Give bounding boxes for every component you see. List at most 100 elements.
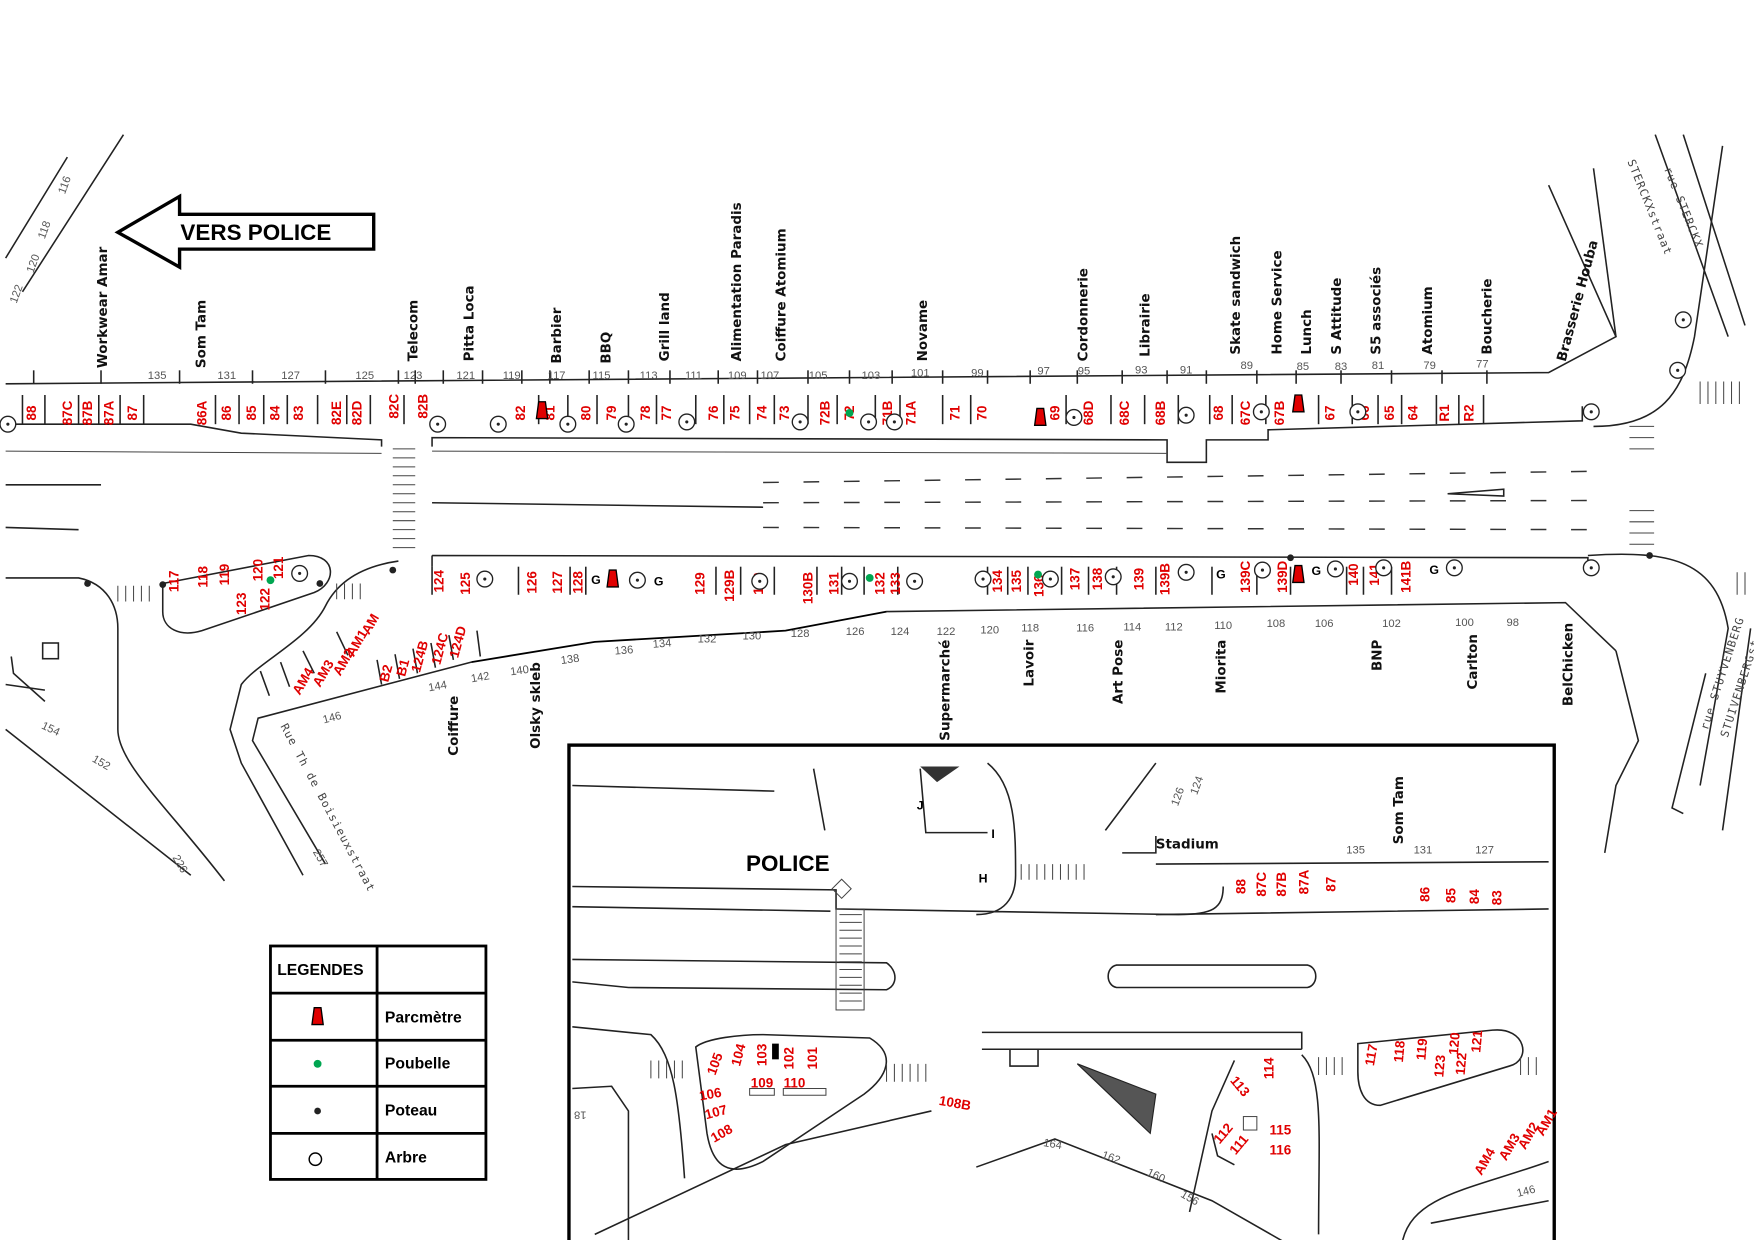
parking-spot-number: 86A	[195, 400, 210, 425]
parking-spot-number: 107	[703, 1102, 729, 1122]
house-number: 131	[217, 370, 236, 382]
spot-divider	[279, 661, 291, 688]
house-number: 18	[574, 1108, 586, 1120]
house-number: 113	[640, 370, 658, 382]
house-number: 79	[1423, 360, 1435, 372]
parking-spot-number: 87	[1323, 877, 1338, 892]
pole-icon	[84, 580, 91, 587]
parking-spot-number: 78	[638, 405, 653, 420]
legend-label: Arbre	[385, 1150, 427, 1167]
tree-icon	[291, 564, 309, 582]
parking-spot-number: 72B	[817, 400, 832, 425]
parking-spot-number: 119	[217, 564, 232, 586]
parking-spot-number: R1	[1437, 404, 1452, 422]
house-number: 107	[760, 370, 779, 382]
trash-bin-icon	[865, 573, 874, 582]
tree-icon	[628, 571, 646, 589]
spot-divider	[376, 659, 383, 685]
parking-spot-number: 69	[1047, 405, 1062, 420]
parking-meter-icon	[606, 569, 620, 588]
shop-label: Olsky skleb	[529, 662, 544, 749]
house-number: 116	[1076, 622, 1094, 634]
parking-spot-number: 88	[24, 405, 39, 420]
tree-icon	[0, 415, 17, 433]
parking-spot-number: 122	[257, 588, 272, 610]
parking-spot-number: 128	[570, 571, 585, 594]
house-number: 124	[1189, 775, 1207, 797]
house-number: 121	[456, 370, 475, 382]
parking-spot-number: 87A	[1296, 869, 1311, 894]
parking-spot-number: 131	[826, 572, 841, 595]
tree-icon	[1104, 568, 1122, 586]
parking-spot-number: B1	[393, 657, 412, 678]
shop-label: Brasserie Houba	[1555, 239, 1602, 364]
parking-spot-number: 87	[125, 405, 140, 420]
shop-label: Cordonnerie	[1077, 268, 1092, 361]
house-number: 81	[1372, 360, 1384, 372]
house-number: 126	[1169, 786, 1187, 808]
parking-spot-number: 121	[1468, 1029, 1485, 1053]
parking-meter-icon	[311, 1007, 324, 1026]
g-marker: G	[1312, 564, 1322, 578]
legend-label: Parcmètre	[385, 1009, 462, 1026]
house-number: 101	[911, 368, 930, 380]
parking-spot-number: 123	[1431, 1054, 1448, 1078]
parking-spot-number: 120	[251, 559, 266, 581]
parking-spot-number: 138	[1090, 567, 1105, 590]
parking-spot-number: 139D	[1275, 560, 1290, 592]
parking-spot-number: 130B	[800, 572, 815, 604]
tree-icon	[1349, 403, 1367, 421]
legend-label: Poubelle	[385, 1055, 451, 1072]
parking-spot-number: B2	[377, 663, 396, 683]
house-number: 93	[1135, 364, 1147, 376]
shop-label: Skate sandwich	[1229, 236, 1244, 355]
parking-spot-number: 71A	[904, 400, 919, 425]
parking-meter-icon	[1292, 394, 1305, 413]
g-marker: G	[1429, 563, 1439, 577]
parking-spot-number: 125	[458, 572, 473, 595]
shop-label: Telecom	[407, 300, 422, 361]
parking-spot-number: 133	[888, 572, 903, 594]
tree-icon	[906, 572, 924, 590]
location-marker: J	[917, 799, 924, 813]
spot-divider	[302, 650, 315, 674]
spot-divider	[394, 654, 401, 680]
tree-icon	[617, 415, 635, 433]
arrow-label: VERS POLICE	[180, 220, 331, 245]
house-number: 146	[322, 710, 343, 726]
shop-label: Boucherie	[1481, 278, 1496, 354]
parking-spot-number: 82B	[416, 394, 431, 419]
g-marker: G	[1216, 568, 1226, 582]
house-number: 120	[980, 625, 999, 637]
tree-icon	[974, 570, 992, 588]
parking-spot-number: 135	[1009, 570, 1024, 593]
g-marker: G	[654, 574, 664, 588]
house-number: 112	[1165, 621, 1183, 633]
parking-spot-number: 75	[728, 405, 743, 420]
house-number: 89	[1241, 360, 1253, 372]
parking-spot-number: 117	[166, 570, 181, 592]
house-number: 127	[281, 370, 300, 382]
tree-icon	[429, 415, 447, 433]
house-number: 131	[1414, 845, 1433, 857]
parking-spot-number: 103	[754, 1044, 769, 1066]
parking-spot-number: 139B	[1157, 563, 1172, 595]
legend-label: Poteau	[385, 1102, 437, 1119]
house-number: 119	[503, 370, 521, 382]
spot-divider	[430, 642, 437, 668]
parking-spot-number: 109	[751, 1075, 773, 1090]
shop-label: Novame	[916, 300, 931, 362]
parking-spot-number: 77	[659, 405, 674, 420]
house-number: 95	[1078, 365, 1090, 377]
parking-meter-icon	[1292, 564, 1305, 584]
parking-spot-number: 87A	[101, 400, 116, 425]
house-number: 108	[1267, 618, 1286, 630]
house-number: 122	[8, 283, 26, 305]
house-number: 91	[1180, 364, 1192, 376]
tree-icon	[791, 413, 809, 431]
house-number: 97	[1037, 365, 1049, 377]
trash-bin-icon	[266, 576, 275, 585]
